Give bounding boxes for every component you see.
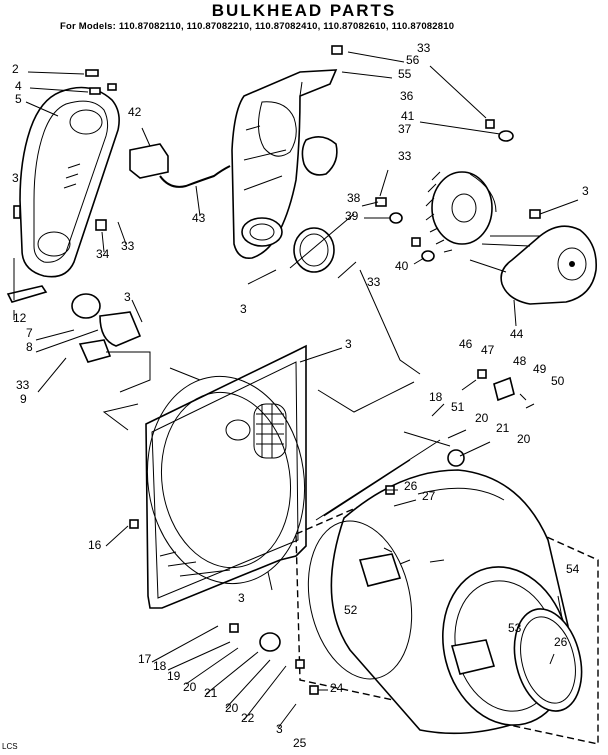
callout-20: 20 — [225, 701, 239, 715]
callout-18: 18 — [153, 659, 167, 673]
callout-40: 40 — [395, 259, 409, 273]
callout-25: 25 — [293, 736, 307, 750]
callout-16: 16 — [88, 538, 102, 552]
callout-3: 3 — [582, 184, 589, 198]
parts-55-56 — [331, 45, 405, 79]
part-44-blower-housing — [469, 225, 597, 327]
part-36-rear-duct — [231, 69, 338, 260]
assembly-lines — [102, 213, 441, 521]
callout-46: 46 — [459, 337, 473, 351]
callout-39: 39 — [345, 209, 359, 223]
diagram-title: BULKHEAD PARTS — [211, 1, 397, 20]
footer-code: LCS — [2, 742, 18, 751]
callout-37: 37 — [398, 122, 412, 136]
callout-20: 20 — [517, 432, 531, 446]
callout-20: 20 — [183, 680, 197, 694]
callout-3: 3 — [12, 171, 19, 185]
callout-33: 33 — [398, 149, 412, 163]
gaskets — [293, 136, 338, 273]
callout-18: 18 — [429, 390, 443, 404]
callout-56: 56 — [406, 53, 420, 67]
fasteners-right-mid — [403, 369, 535, 467]
callout-26: 26 — [554, 635, 568, 649]
callout-26: 26 — [404, 479, 418, 493]
callout-3: 3 — [124, 290, 131, 304]
callout-4: 4 — [15, 79, 22, 93]
callout-8: 8 — [26, 340, 33, 354]
callout-41: 41 — [401, 109, 415, 123]
callout-38: 38 — [347, 191, 361, 205]
callout-labels: 2453127833942433433333165655333641373333… — [12, 41, 589, 750]
callout-21: 21 — [496, 421, 510, 435]
callout-36: 36 — [400, 89, 414, 103]
fasteners-upper-right — [361, 65, 579, 265]
left-small-parts — [6, 205, 143, 393]
callout-42: 42 — [128, 105, 142, 119]
callout-52: 52 — [344, 603, 358, 617]
callout-47: 47 — [481, 343, 495, 357]
callout-20: 20 — [475, 411, 489, 425]
callout-19: 19 — [167, 669, 181, 683]
callout-7: 7 — [26, 326, 33, 340]
callout-33: 33 — [417, 41, 431, 55]
callout-3: 3 — [345, 337, 352, 351]
callout-3: 3 — [276, 722, 283, 736]
callout-5: 5 — [15, 92, 22, 106]
callout-9: 9 — [20, 392, 27, 406]
fasteners-lower-left — [151, 623, 328, 729]
callout-27: 27 — [422, 489, 436, 503]
callout-43: 43 — [192, 211, 206, 225]
callout-3: 3 — [240, 302, 247, 316]
callout-17: 17 — [138, 652, 152, 666]
bulkhead-panel — [105, 344, 307, 609]
callout-55: 55 — [398, 67, 412, 81]
callout-2: 2 — [12, 62, 19, 76]
callout-34: 34 — [96, 247, 110, 261]
callout-51: 51 — [451, 400, 465, 414]
callout-48: 48 — [513, 354, 527, 368]
drum-assembly — [295, 469, 599, 745]
callout-33: 33 — [16, 378, 30, 392]
part-37-fan — [425, 171, 497, 253]
callout-54: 54 — [566, 562, 580, 576]
callout-12: 12 — [13, 311, 27, 325]
part-5-duct — [19, 86, 120, 278]
models-line: For Models: 110.87082110, 110.87082210, … — [60, 21, 455, 32]
callout-22: 22 — [241, 711, 255, 725]
callout-21: 21 — [204, 686, 218, 700]
callout-44: 44 — [510, 327, 524, 341]
callout-33: 33 — [367, 275, 381, 289]
parts-42-43-34 — [95, 127, 231, 253]
callout-50: 50 — [551, 374, 565, 388]
callout-33: 33 — [121, 239, 135, 253]
callout-49: 49 — [533, 362, 547, 376]
callout-3: 3 — [238, 591, 245, 605]
screws-2-4 — [25, 69, 117, 117]
callout-24: 24 — [330, 681, 344, 695]
callout-53: 53 — [508, 621, 522, 635]
